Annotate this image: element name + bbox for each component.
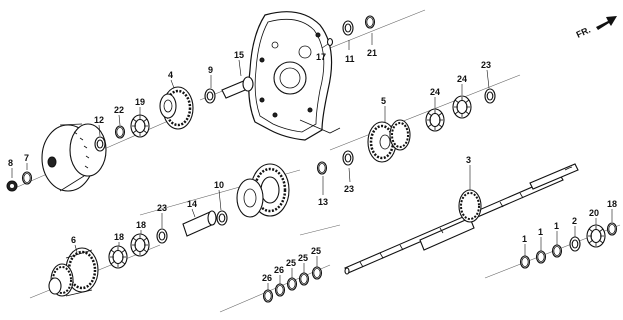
callout-18-lower-left: 18: [114, 232, 124, 242]
callout-17: 17: [316, 52, 326, 62]
callout-12: 12: [94, 115, 104, 125]
arrow-icon: [596, 16, 617, 30]
leader-lines: [11, 33, 613, 290]
callout-24-upper-right: 24: [457, 74, 467, 84]
gear-synchro-assembly: [236, 163, 290, 218]
callout-22: 22: [114, 105, 124, 115]
callout-2: 2: [572, 216, 577, 226]
small-parts: [6, 15, 618, 303]
callout-18-right: 18: [607, 199, 617, 209]
callout-24-upper-left: 24: [430, 87, 440, 97]
callout-25-right: 25: [311, 246, 321, 256]
gear-6: [48, 247, 99, 297]
callout-9: 9: [208, 65, 213, 75]
callout-5: 5: [381, 96, 386, 106]
callout-8: 8: [8, 158, 13, 168]
callout-4: 4: [168, 70, 173, 80]
front-direction-indicator: FR.: [575, 16, 617, 40]
callout-10: 10: [214, 180, 224, 190]
callout-20: 20: [589, 208, 599, 218]
callout-6: 6: [71, 235, 76, 245]
callout-23-middle: 23: [344, 184, 354, 194]
callout-7: 7: [24, 153, 29, 163]
callout-26-right: 26: [274, 265, 284, 275]
callout-11: 11: [345, 54, 355, 64]
transmission-housing: [248, 11, 341, 141]
callout-1-middle: 1: [538, 227, 543, 237]
callout-25-middle: 25: [298, 253, 308, 263]
callout-18-lower-right: 18: [136, 220, 146, 230]
gear-4: [159, 86, 194, 130]
callout-23-lower: 23: [157, 203, 167, 213]
callout-13: 13: [318, 197, 328, 207]
callout-1-left: 1: [522, 234, 527, 244]
callout-14: 14: [187, 199, 197, 209]
callout-23-upper: 23: [481, 60, 491, 70]
callout-26-left: 26: [262, 273, 272, 283]
callout-25-left: 25: [286, 258, 296, 268]
clutch-drum: [41, 123, 107, 192]
mainshaft: [344, 163, 579, 275]
gear-5: [367, 119, 411, 163]
callout-labels: 8 7 12 22 19 4 9 15 17 11 21 5 24 24 23 …: [8, 48, 617, 283]
callout-19: 19: [135, 97, 145, 107]
callout-1-right: 1: [554, 221, 559, 231]
callout-15: 15: [234, 50, 244, 60]
callout-3: 3: [466, 155, 471, 165]
callout-21: 21: [367, 48, 377, 58]
front-direction-label: FR.: [575, 25, 592, 40]
